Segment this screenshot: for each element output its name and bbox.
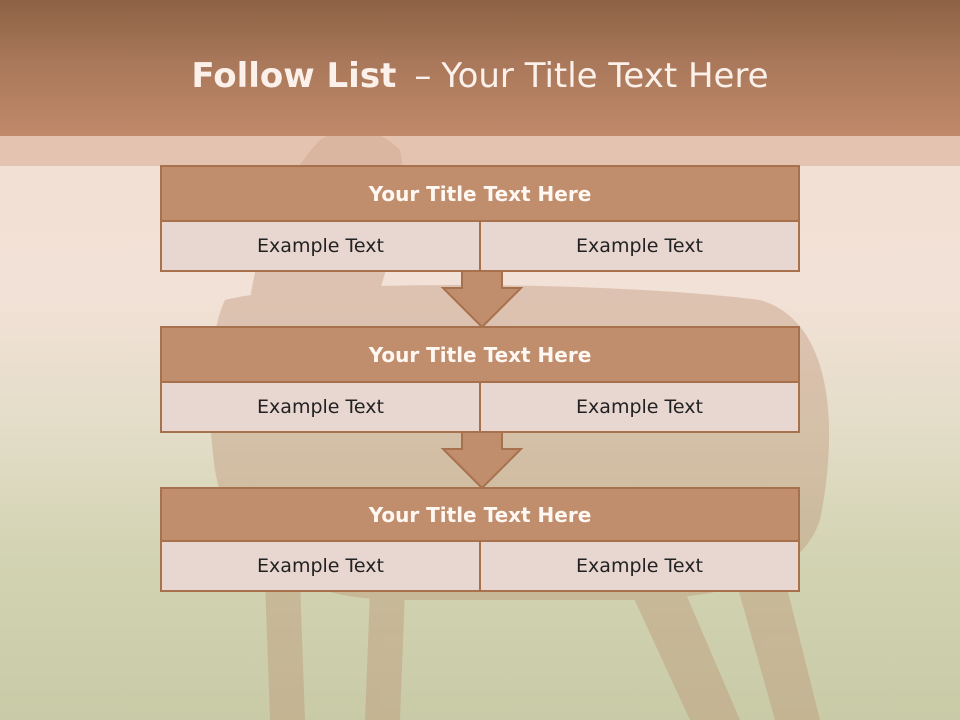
step-cell-left: Example Text [160, 222, 481, 272]
title-text-part: Your Title Text Here [441, 56, 769, 96]
down-arrow-icon [440, 270, 524, 329]
step-row: Example Text Example Text [160, 222, 800, 272]
title-bold-part: Follow List [191, 56, 397, 96]
step-title: Your Title Text Here [160, 487, 800, 542]
step-cell-left: Example Text [160, 542, 481, 592]
header-accent-strip [0, 136, 960, 166]
step-row: Example Text Example Text [160, 542, 800, 592]
slide-header-bar [0, 0, 960, 136]
step-cell-right: Example Text [481, 383, 800, 433]
step-cell-right: Example Text [481, 542, 800, 592]
step-title: Your Title Text Here [160, 326, 800, 383]
step-cell-right: Example Text [481, 222, 800, 272]
step-row: Example Text Example Text [160, 383, 800, 433]
step-box-3: Your Title Text Here Example Text Exampl… [160, 487, 800, 592]
title-dash: – [414, 56, 432, 96]
step-box-1: Your Title Text Here Example Text Exampl… [160, 165, 800, 272]
down-arrow-icon [440, 431, 524, 490]
step-title: Your Title Text Here [160, 165, 800, 222]
step-cell-left: Example Text [160, 383, 481, 433]
step-box-2: Your Title Text Here Example Text Exampl… [160, 326, 800, 433]
slide-title: Follow List–Your Title Text Here [0, 52, 960, 100]
